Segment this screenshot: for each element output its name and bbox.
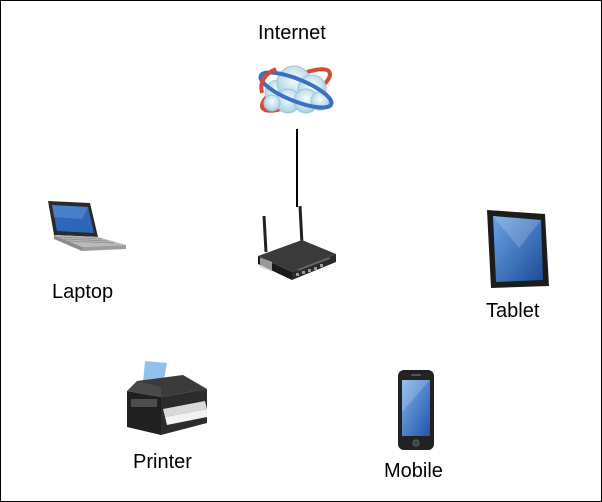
- printer-icon: [123, 361, 209, 439]
- wireless-router-icon: [256, 205, 338, 284]
- tablet-label: Tablet: [486, 300, 540, 322]
- laptop-icon: [46, 199, 128, 259]
- tablet-icon: [483, 208, 551, 290]
- mobile-label: Mobile: [384, 460, 443, 482]
- laptop-label: Laptop: [52, 281, 114, 303]
- internet-label: Internet: [258, 22, 326, 44]
- printer-label: Printer: [133, 451, 192, 473]
- mobile-phone-icon: [394, 368, 440, 452]
- internet-cloud-icon: [254, 57, 338, 123]
